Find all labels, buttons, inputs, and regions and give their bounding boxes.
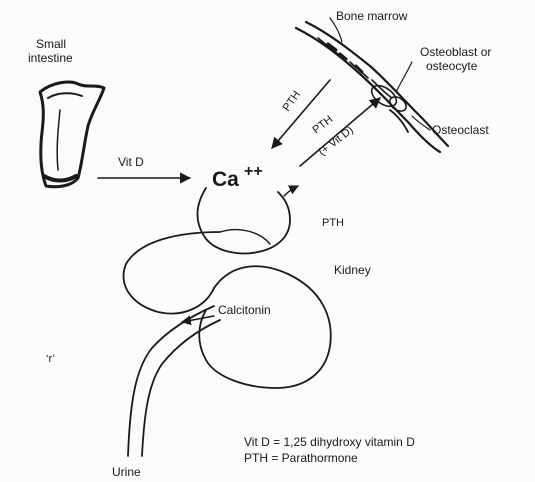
kidney-label: Kidney	[334, 263, 371, 277]
urine-label: Urine	[112, 465, 141, 479]
calcitonin-label: Calcitonin	[218, 303, 271, 317]
small-intestine-shape	[40, 82, 104, 187]
vit-d-label: Vit D	[118, 155, 144, 169]
legend-pth: PTH = Parathormone	[244, 451, 358, 465]
calcium-label: Ca	[212, 168, 239, 191]
small-intestine-label-2: intestine	[28, 51, 73, 65]
kidney-shape	[124, 188, 331, 388]
stray-mark: ‘r’	[46, 353, 55, 365]
pth-kidney-arrow	[284, 186, 298, 196]
pth-upper-label: PTH	[281, 89, 303, 114]
pth-lower-label: PTH	[310, 113, 335, 136]
osteoblast-label-2: osteocyte	[426, 59, 478, 73]
calcitonin-arrow	[182, 316, 214, 322]
osteoblast-label-1: Osteoblast or	[420, 45, 491, 59]
legend-vit-d: Vit D = 1,25 dihydroxy vitamin D	[244, 435, 415, 449]
calcium-charge-label: ++	[244, 163, 263, 180]
pth-kidney-label: PTH	[322, 217, 344, 229]
small-intestine-label-1: Small	[36, 37, 66, 51]
ureter-shape	[128, 306, 220, 456]
osteoclast-label: Osteoclast	[432, 123, 489, 137]
bone-marrow-label: Bone marrow	[336, 9, 408, 23]
pth-arrow-to-ca	[272, 80, 330, 148]
